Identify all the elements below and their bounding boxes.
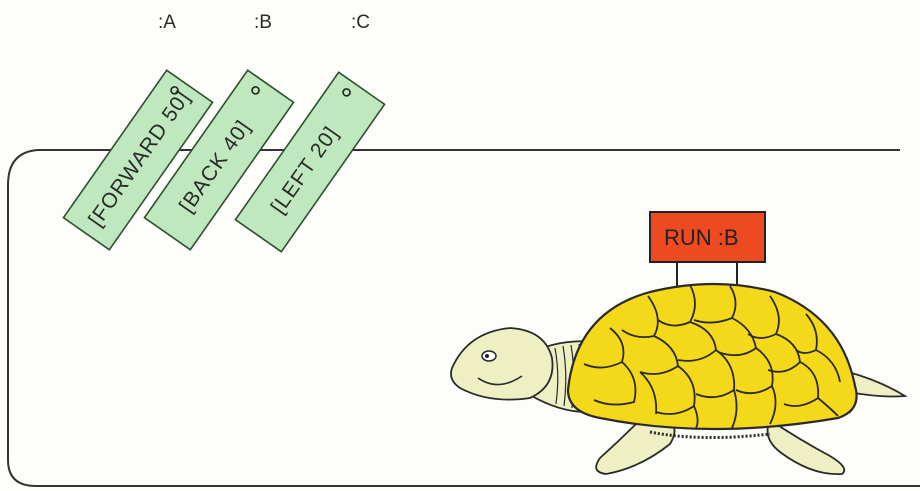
variable-label-a: :A xyxy=(158,12,176,33)
turtle xyxy=(451,284,905,474)
variable-label-c: :C xyxy=(351,12,370,33)
turtle-back-leg xyxy=(768,420,845,474)
run-sign: RUN :B xyxy=(650,212,765,292)
sign-text: RUN :B xyxy=(664,225,739,250)
turtle-pupil xyxy=(485,354,489,358)
turtle-shell xyxy=(568,284,857,429)
variable-label-b: :B xyxy=(254,12,272,33)
turtle-head xyxy=(451,328,553,400)
